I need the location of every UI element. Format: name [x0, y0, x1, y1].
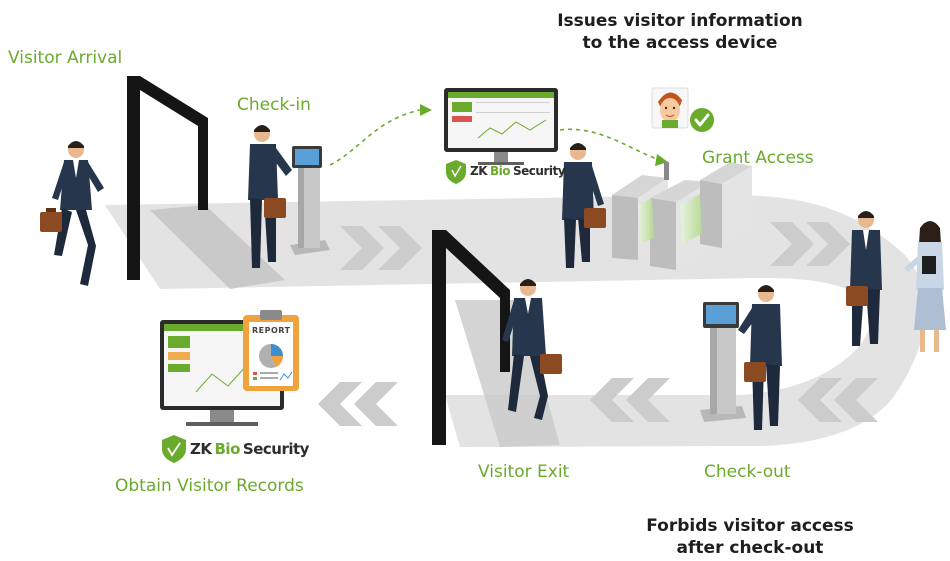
label-check-in: Check-in: [237, 95, 311, 115]
logo-zk: ZK: [470, 164, 488, 178]
entry-gate: [127, 76, 208, 280]
forbid-note-line1: Forbids visitor access: [646, 516, 854, 536]
arrow-left-3: [798, 378, 842, 422]
report-clipboard: [243, 310, 299, 391]
arrow-right-3: [770, 222, 814, 266]
check-out-kiosk: [700, 302, 746, 422]
issue-note-line1: Issues visitor information: [557, 11, 803, 31]
server-monitor-top: [444, 88, 558, 165]
label-visitor-arrival: Visitor Arrival: [8, 48, 123, 68]
arrow-left-6: [354, 382, 398, 426]
arrow-left-1: [590, 378, 634, 422]
turnstile: [612, 162, 752, 270]
label-obtain-records: Obtain Visitor Records: [115, 476, 304, 496]
issue-note: Issues visitor information to the access…: [530, 10, 830, 54]
issue-note-line2: to the access device: [582, 33, 778, 53]
forbid-note-line2: after check-out: [676, 538, 824, 558]
data-flow-arrowhead-1: [420, 104, 432, 116]
person-check-in: [248, 125, 292, 268]
shield-icon: [446, 160, 466, 184]
arrow-left-2: [626, 378, 670, 422]
arrow-right-1: [340, 226, 384, 270]
flow-arrows: [318, 222, 878, 426]
person-check-out: [738, 285, 782, 430]
person-host-woman: [904, 221, 946, 352]
logo-security: Security: [513, 164, 566, 178]
path-floor: [105, 195, 926, 447]
arrow-left-5: [318, 382, 362, 426]
data-flow-lines: [329, 109, 661, 166]
person-visitor-arrival: [40, 141, 104, 286]
report-label: REPORT: [252, 326, 291, 335]
person-host-man: [846, 211, 882, 346]
logo-security: Security: [242, 440, 310, 458]
logo-bio: Bio: [490, 164, 511, 178]
exit-gate: [432, 230, 510, 445]
logo-bio: Bio: [214, 440, 241, 458]
check-in-kiosk: [290, 146, 330, 255]
label-check-out: Check-out: [704, 462, 791, 482]
forbid-note: Forbids visitor access after check-out: [600, 515, 900, 559]
arrow-left-4: [834, 378, 878, 422]
label-visitor-exit: Visitor Exit: [478, 462, 570, 482]
person-grant-access: [562, 143, 606, 268]
logo-zk: ZK: [190, 440, 212, 458]
person-visitor-exit: [502, 279, 562, 420]
checkmark-icon: [690, 108, 714, 132]
arrow-right-4: [806, 222, 850, 266]
shield-icon: [162, 435, 186, 463]
visitor-face-icon: [651, 87, 689, 129]
label-grant-access: Grant Access: [702, 148, 814, 168]
arrow-right-2: [378, 226, 422, 270]
